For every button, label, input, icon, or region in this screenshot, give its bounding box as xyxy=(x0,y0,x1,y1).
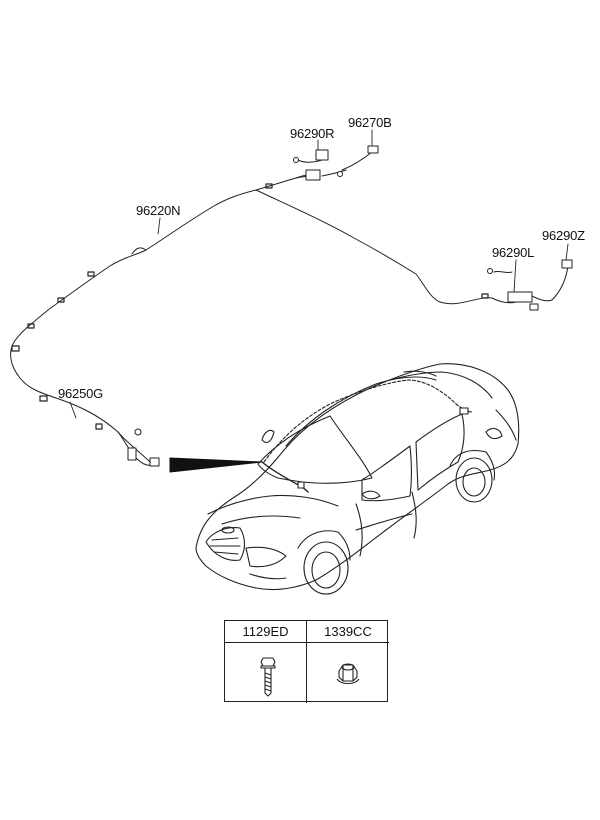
sedan-illustration xyxy=(195,363,520,595)
leader-lines xyxy=(69,129,569,419)
rear-connectors xyxy=(487,259,573,311)
label-96250G: 96250G xyxy=(58,386,104,401)
cable-clips xyxy=(11,183,489,430)
fastener-header-1: 1129ED xyxy=(225,621,307,643)
label-96290R: 96290R xyxy=(290,126,335,141)
fastener-table: 1129ED 1339CC xyxy=(224,620,389,703)
fastener-header-2: 1339CC xyxy=(307,621,389,643)
label-96290L: 96290L xyxy=(492,245,535,260)
bolt-icon xyxy=(260,657,276,697)
nut-icon xyxy=(336,663,360,685)
fastener-cell-nut xyxy=(307,643,389,703)
label-96290Z: 96290Z xyxy=(542,228,585,243)
label-96270B: 96270B xyxy=(348,115,392,130)
fastener-cell-bolt xyxy=(225,643,307,703)
main-antenna-cable xyxy=(10,175,493,463)
pointer-wedge xyxy=(169,457,263,473)
front-connector-cluster xyxy=(117,428,160,467)
label-96220N: 96220N xyxy=(136,203,181,218)
roof-connectors xyxy=(293,145,379,181)
